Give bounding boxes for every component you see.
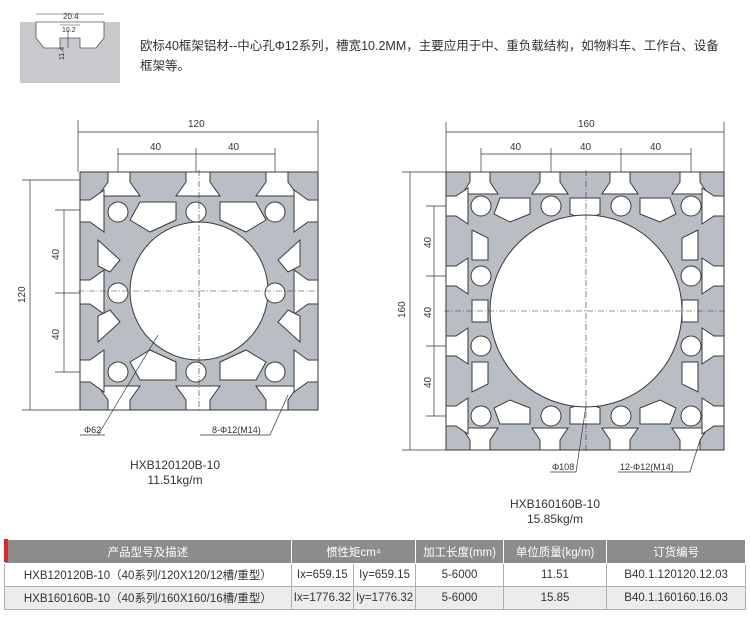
profile-160-drawing: 160 40 40 40 160 40 40 40 xyxy=(397,119,726,473)
cell-order: B40.1.160160.16.03 xyxy=(606,586,746,610)
p2-dim-height: 160 xyxy=(397,301,408,318)
col-header-inertia: 惯性矩cm⁴ xyxy=(290,539,417,564)
cell-order: B40.1.120120.12.03 xyxy=(606,563,746,587)
cell-model: HXB160160B-10（40系列/160X160/16槽/重型） xyxy=(4,586,292,610)
col-header-model: 产品型号及描述 xyxy=(4,539,292,564)
spec-table: 产品型号及描述 惯性矩cm⁴ 加工长度(mm) 单位质量(kg/m) 订货编号 … xyxy=(4,539,746,610)
table-row: HXB160160B-10（40系列/160X160/16槽/重型） Ix=17… xyxy=(4,586,746,610)
p1-model: HXB120120B-10 xyxy=(129,458,221,472)
cell-length: 5-6000 xyxy=(415,563,504,587)
cell-mass: 15.85 xyxy=(502,586,608,610)
col-header-mass: 单位质量(kg/m) xyxy=(502,539,608,564)
cell-iy: Iy=659.15 xyxy=(352,563,417,587)
slot-thumbnail: 20.4 10.2 11.4 xyxy=(20,12,120,83)
p2-dim-pitch3: 40 xyxy=(650,142,662,153)
profile-120-drawing: 120 40 40 120 40 40 xyxy=(17,119,320,436)
col-header-length: 加工长度(mm) xyxy=(415,539,504,564)
thumb-dim-slot: 10.2 xyxy=(62,27,76,34)
table-row: HXB120120B-10（40系列/120X120/12槽/重型） Ix=65… xyxy=(4,563,746,587)
thumb-dim-width: 20.4 xyxy=(63,12,79,21)
p1-dim-height: 120 xyxy=(17,286,28,303)
p2-dim-total: 160 xyxy=(578,119,595,130)
cell-mass: 11.51 xyxy=(502,563,608,587)
p2-dim-v1: 40 xyxy=(423,236,434,248)
accent-bar xyxy=(4,539,8,562)
p2-dim-pitch1: 40 xyxy=(510,142,522,153)
p1-dim-pitch2: 40 xyxy=(228,142,240,153)
profile-120-body xyxy=(78,170,320,412)
cell-ix: Ix=659.15 xyxy=(290,563,354,587)
table-header-row: 产品型号及描述 惯性矩cm⁴ 加工长度(mm) 单位质量(kg/m) 订货编号 xyxy=(4,539,746,564)
p2-model: HXB160160B-10 xyxy=(509,497,601,511)
p2-dim-pitch2: 40 xyxy=(580,142,592,153)
cell-ix: Ix=1776.32 xyxy=(290,586,354,610)
profile-160-body xyxy=(444,170,726,452)
p1-dim-total: 120 xyxy=(188,119,205,130)
p2-hole-label: Φ108 xyxy=(552,462,574,472)
p1-weight: 11.51kg/m xyxy=(147,473,203,487)
p2-bolt-label: 12-Φ12(M14) xyxy=(620,462,674,472)
p1-hole-label: Φ62 xyxy=(84,425,101,435)
p2-dim-v3: 40 xyxy=(423,376,434,388)
cell-model: HXB120120B-10（40系列/120X120/12槽/重型） xyxy=(4,563,292,587)
thumb-dim-depth: 11.4 xyxy=(59,47,66,60)
p1-bolt-label: 8-Φ12(M14) xyxy=(212,425,261,435)
p1-dim-pitch1: 40 xyxy=(150,142,162,153)
cell-length: 5-6000 xyxy=(415,586,504,610)
p2-weight: 15.85kg/m xyxy=(526,512,584,526)
product-description: 欧标40框架铝材--中心孔Φ12系列，槽宽10.2MM，主要应用于中、重负载结构… xyxy=(140,39,719,73)
col-header-order: 订货编号 xyxy=(606,539,746,564)
p1-dim-v1: 40 xyxy=(51,248,62,260)
p1-dim-v2: 40 xyxy=(51,328,62,340)
p2-dim-v2: 40 xyxy=(423,306,434,318)
cell-iy: Iy=1776.32 xyxy=(352,586,417,610)
